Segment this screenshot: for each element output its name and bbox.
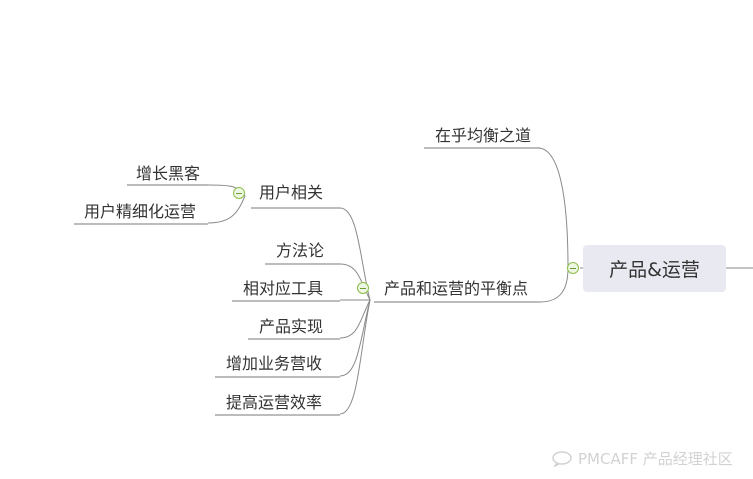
connector-fine-ops — [207, 195, 246, 224]
topic-balance-dao[interactable]: 在乎均衡之道 — [435, 126, 532, 145]
topic-revenue[interactable]: 增加业务营收 — [226, 354, 323, 373]
collapse-toggle-root[interactable] — [567, 262, 579, 274]
connector-balance-point — [539, 267, 569, 303]
connector-balance-dao — [537, 147, 569, 269]
topic-fine-ops[interactable]: 用户精细化运营 — [84, 202, 197, 221]
topic-user[interactable]: 用户相关 — [259, 183, 324, 202]
connector-efficiency — [339, 299, 371, 415]
watermark-text: PMCAFF 产品经理社区 — [578, 450, 733, 468]
root-topic[interactable]: 产品&运营 — [583, 245, 726, 292]
connector-revenue — [339, 299, 371, 377]
watermark: PMCAFF 产品经理社区 — [552, 448, 733, 469]
collapse-toggle-user[interactable] — [233, 187, 245, 199]
chat-bubble-icon — [552, 450, 572, 467]
topic-tools[interactable]: 相对应工具 — [243, 279, 324, 298]
collapse-toggle-balance-point[interactable] — [357, 282, 369, 294]
topic-balance-point[interactable]: 产品和运营的平衡点 — [384, 279, 529, 298]
topic-efficiency[interactable]: 提高运营效率 — [226, 393, 323, 412]
connector-product-impl — [339, 299, 371, 339]
connector-methodology — [339, 263, 371, 301]
topic-product-impl[interactable]: 产品实现 — [259, 317, 324, 336]
topic-methodology[interactable]: 方法论 — [276, 241, 325, 260]
topic-growth-hacker[interactable]: 增长黑客 — [136, 164, 201, 183]
root-label: 产品&运营 — [609, 259, 700, 281]
